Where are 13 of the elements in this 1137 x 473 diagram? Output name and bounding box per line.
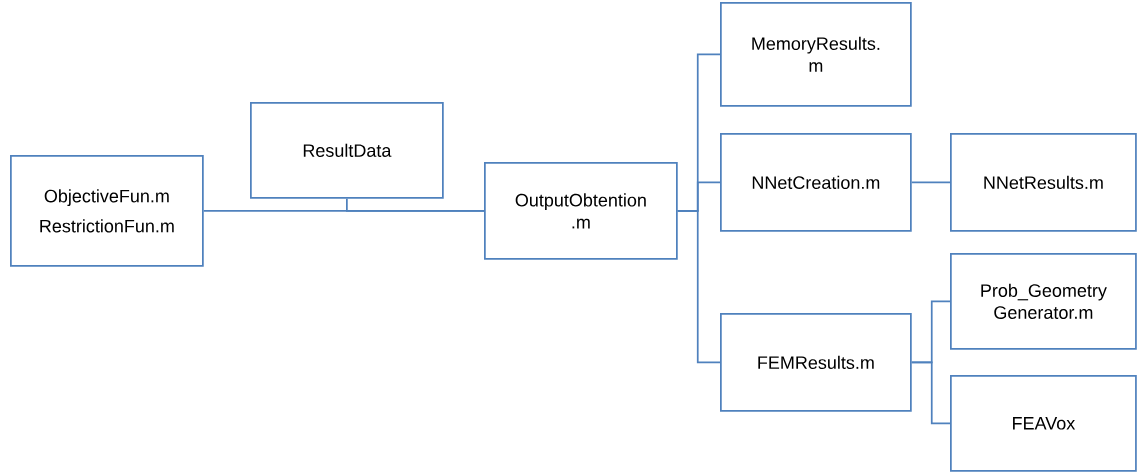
file-box: MemoryResults. m <box>720 2 912 107</box>
connector-line <box>676 210 721 364</box>
file-box: FEMResults.m <box>720 313 912 412</box>
file-box: NNetCreation.m <box>720 133 912 232</box>
connector-line <box>910 181 951 184</box>
file-box: NNetResults.m <box>950 133 1137 232</box>
file-box: FEAVox <box>950 375 1137 472</box>
connector-line <box>910 361 951 425</box>
connector-line <box>346 197 485 212</box>
file-box: ObjectiveFun.m RestrictionFun.m <box>10 155 204 267</box>
file-box: ResultData <box>250 102 444 199</box>
file-box: OutputObtention .m <box>484 162 678 260</box>
file-box: Prob_Geometry Generator.m <box>950 253 1137 350</box>
